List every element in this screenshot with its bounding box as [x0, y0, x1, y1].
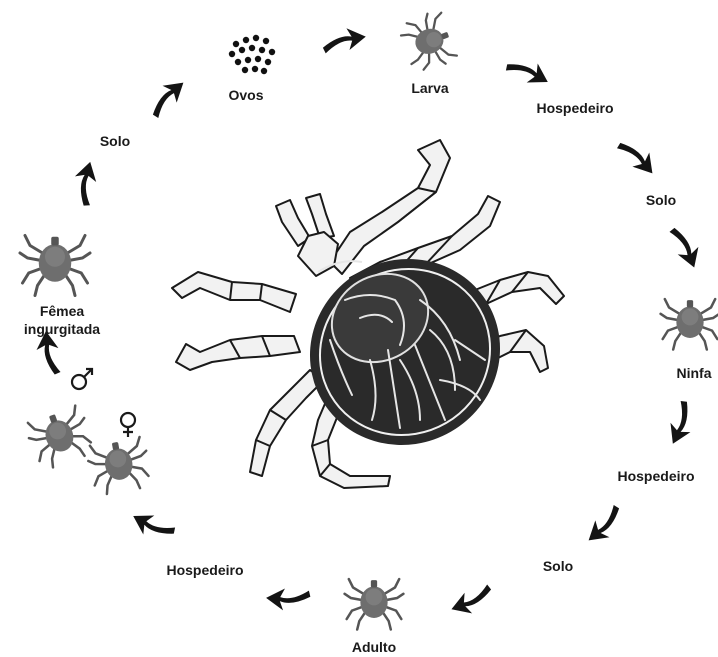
arrow-soil-to-nymph — [669, 222, 705, 271]
male-tick-icon — [24, 404, 96, 471]
label-soil-2: Solo — [543, 558, 573, 574]
label-larva: Larva — [411, 80, 449, 96]
label-engorged-female-line2: ingurgitada — [24, 321, 100, 337]
adult-tick-icon — [345, 579, 404, 629]
arrow-soil-to-adult — [448, 584, 497, 620]
female-symbol-icon — [121, 413, 135, 437]
label-host-3: Hospedeiro — [166, 562, 243, 578]
center-tick-illustration — [172, 140, 564, 488]
male-symbol-icon — [72, 369, 92, 389]
arrow-soil-to-eggs — [143, 74, 191, 119]
label-nymph: Ninfa — [677, 365, 712, 381]
label-eggs: Ovos — [228, 87, 263, 103]
label-soil-3: Solo — [100, 133, 130, 149]
arrow-female-to-soil — [68, 159, 101, 207]
arrow-nymph-to-host — [663, 399, 702, 448]
label-engorged-female-line1: Fêmea — [40, 303, 85, 319]
arrow-host-to-mating — [128, 506, 177, 547]
label-adult: Adulto — [352, 639, 396, 655]
arrow-host-to-soil-2 — [582, 504, 630, 549]
nymph-tick-icon — [661, 299, 718, 349]
label-soil-1: Solo — [646, 192, 676, 208]
arrow-adult-to-host — [265, 587, 311, 613]
arrow-host-to-soil — [616, 133, 661, 181]
engorged-female-tick-icon — [20, 236, 90, 296]
arrow-larva-to-host — [504, 50, 553, 91]
label-host-2: Hospedeiro — [617, 468, 694, 484]
label-host-1: Hospedeiro — [536, 100, 613, 116]
egg-cluster-icon — [229, 35, 275, 74]
arrow-eggs-to-larva — [321, 26, 368, 54]
female-tick-icon — [86, 436, 153, 496]
larva-tick-icon — [397, 9, 458, 75]
